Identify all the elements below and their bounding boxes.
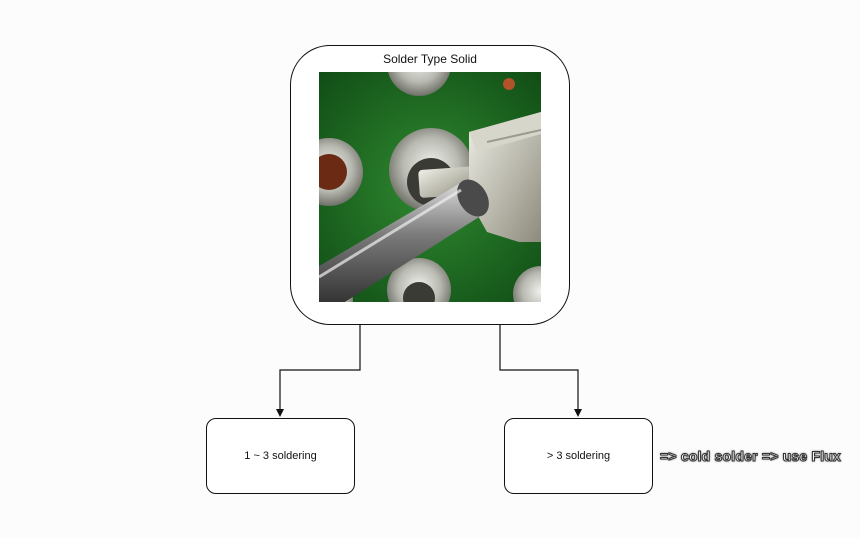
pcb-photo-illustration: [319, 72, 541, 302]
node-label: 1 ~ 3 soldering: [244, 450, 317, 462]
pcb-pad: [513, 266, 541, 302]
node-label: > 3 soldering: [546, 450, 611, 462]
pcb-pad: [388, 72, 450, 96]
cold-solder-note: => cold solder => use Flux: [659, 448, 842, 465]
pcb-pad: [319, 138, 363, 206]
node-more-than-3-soldering: > 3 soldering: [504, 418, 653, 494]
pcb-pad: [387, 258, 451, 302]
connector-right: [499, 325, 579, 414]
solder-tip-photo: [319, 72, 541, 302]
node-title: Solder Type Solid: [383, 52, 477, 66]
node-1-3-soldering: 1 ~ 3 soldering: [206, 418, 355, 494]
arrowhead-right: [574, 409, 582, 417]
solder-type-node: Solder Type Solid: [290, 45, 570, 325]
solder-wire: [319, 179, 489, 302]
arrowhead-left: [276, 409, 284, 417]
connector-left: [279, 325, 361, 414]
